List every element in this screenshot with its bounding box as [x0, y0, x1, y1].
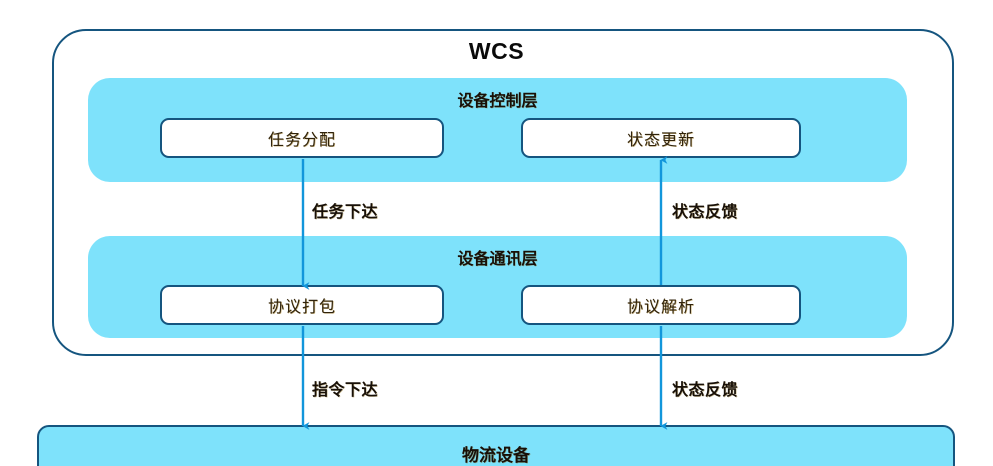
- node-logistics-equipment-label: 物流设备: [462, 446, 530, 465]
- node-logistics-equipment[interactable]: 物流设备: [37, 425, 955, 466]
- node-protocol-parse-label: 协议解析: [626, 299, 695, 316]
- node-status-update-label: 状态更新: [626, 132, 695, 149]
- layer-title-device-communication: 设备通讯层: [457, 251, 538, 268]
- edge-label-task-issue: 任务下达: [312, 204, 379, 221]
- node-task-assign[interactable]: 任务分配: [160, 118, 444, 158]
- layer-title-device-control: 设备控制层: [457, 93, 538, 110]
- edge-label-status-feedback-lower: 状态反馈: [672, 382, 739, 399]
- node-protocol-parse[interactable]: 协议解析: [521, 285, 801, 325]
- node-protocol-pack-label: 协议打包: [267, 299, 336, 316]
- edge-label-command-issue: 指令下达: [312, 382, 379, 399]
- node-status-update[interactable]: 状态更新: [521, 118, 801, 158]
- node-task-assign-label: 任务分配: [267, 132, 336, 149]
- node-protocol-pack[interactable]: 协议打包: [160, 285, 444, 325]
- wcs-title: WCS: [468, 38, 525, 64]
- edge-label-status-feedback-upper: 状态反馈: [672, 204, 739, 221]
